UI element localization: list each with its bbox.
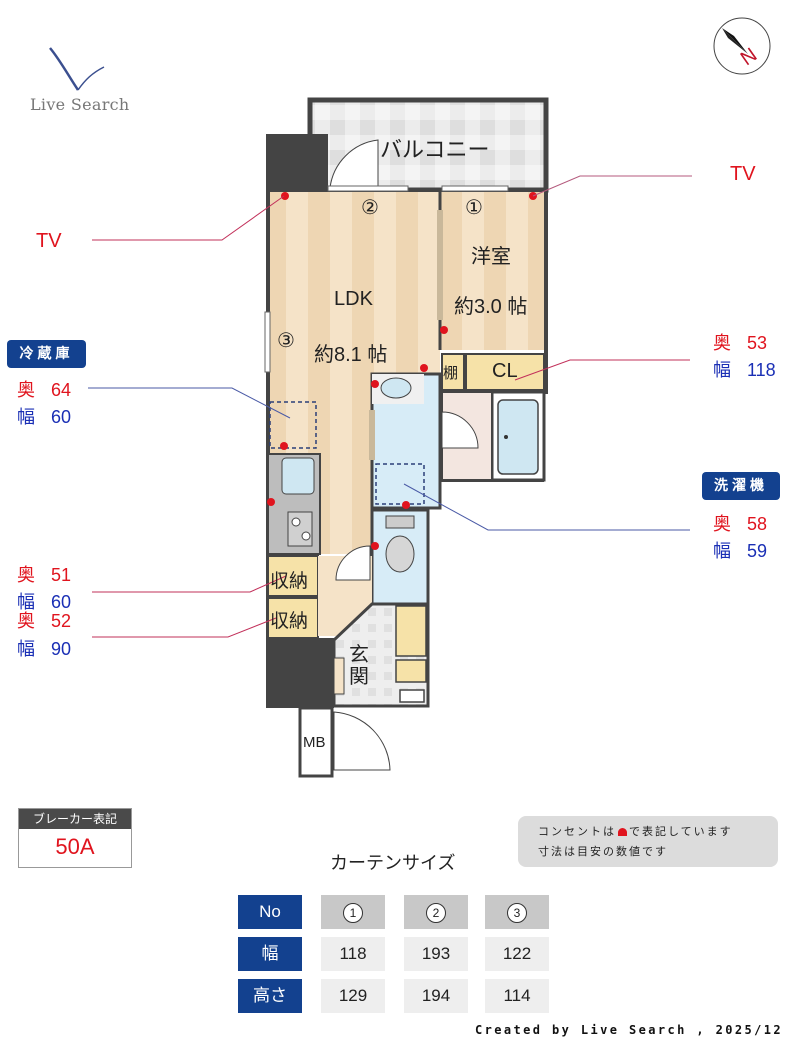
floor-plan — [88, 97, 692, 778]
curtain-no-3: 3 — [485, 895, 549, 929]
legend-note: コンセントはで表記しています 寸法は目安の数値です — [518, 816, 778, 867]
breaker-value: 50A — [55, 834, 95, 859]
curtain-header-height: 高さ — [238, 979, 302, 1013]
western-room-area — [440, 192, 544, 350]
outlet-icon — [618, 828, 627, 836]
curtain-header-width: 幅 — [238, 937, 302, 971]
breaker-box: ブレーカー表記 50A — [18, 808, 132, 868]
curtain-no-2: 2 — [404, 895, 468, 929]
window-marker-3: ③ — [277, 328, 295, 352]
curtain-no-1: 1 — [321, 895, 385, 929]
curtain-width-1: 118 — [321, 937, 385, 971]
shelf-label: 棚 — [443, 365, 459, 382]
entrance-label: 玄関 — [349, 644, 369, 688]
curtain-height-2: 194 — [404, 979, 468, 1013]
note-line-1: コンセントはで表記しています — [538, 825, 733, 838]
logo-mark-icon — [49, 47, 105, 91]
fridge-tag: 冷蔵庫 — [7, 340, 86, 368]
compass: N — [712, 16, 772, 76]
storage-2-label: 収納 — [270, 611, 309, 632]
tv-label-right: TV — [730, 163, 756, 185]
compass-north-icon — [713, 17, 771, 75]
footer-credit: Created by Live Search , 2025/12 — [475, 1023, 783, 1037]
curtain-width-3: 122 — [485, 937, 549, 971]
western-room-size: 約3.0 帖 — [454, 296, 528, 318]
tv-label-left: TV — [36, 230, 62, 252]
window-marker-2: ② — [361, 195, 379, 219]
note-line-2: 寸法は目安の数値です — [538, 845, 668, 858]
breaker-label: ブレーカー表記 — [19, 809, 131, 829]
washer-tag: 洗濯機 — [702, 472, 780, 500]
curtain-header-no: No — [238, 895, 302, 929]
curtain-height-3: 114 — [485, 979, 549, 1013]
closet-area — [465, 353, 545, 391]
window-marker-1: ① — [465, 195, 483, 219]
storage-1-area — [267, 555, 319, 597]
closet-label: CL — [492, 360, 518, 382]
meter-box-area — [298, 706, 334, 778]
curtain-width-2: 193 — [404, 937, 468, 971]
storage-1-label: 収納 — [270, 571, 309, 592]
western-room-label: 洋室 — [471, 246, 511, 268]
shelf-area — [441, 353, 465, 391]
ldk-size: 約8.1 帖 — [314, 344, 388, 366]
ldk-label: LDK — [334, 288, 373, 310]
logo — [30, 40, 140, 120]
outlet-markers — [267, 192, 537, 550]
balcony-label: バルコニー — [380, 137, 490, 162]
logo-text: Live Search — [30, 95, 130, 114]
meter-box-label: MB — [303, 734, 326, 751]
curtain-size-title: カーテンサイズ — [330, 853, 456, 873]
curtain-height-1: 129 — [321, 979, 385, 1013]
storage-2-area — [267, 597, 319, 639]
